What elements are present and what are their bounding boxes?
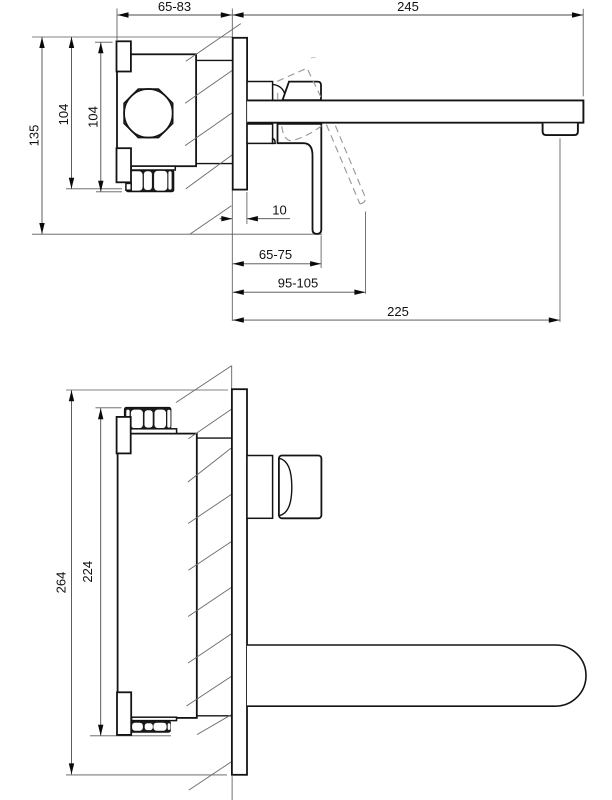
svg-text:104: 104: [56, 104, 71, 126]
svg-text:225: 225: [387, 304, 409, 319]
svg-text:65-75: 65-75: [259, 247, 292, 262]
svg-text:224: 224: [80, 561, 95, 583]
svg-text:264: 264: [54, 572, 69, 594]
svg-text:104: 104: [85, 106, 100, 128]
svg-text:135: 135: [27, 125, 42, 147]
svg-text:245: 245: [397, 0, 419, 14]
svg-text:95-105: 95-105: [278, 276, 318, 291]
svg-text:65-83: 65-83: [158, 0, 191, 14]
svg-text:10: 10: [272, 203, 286, 218]
